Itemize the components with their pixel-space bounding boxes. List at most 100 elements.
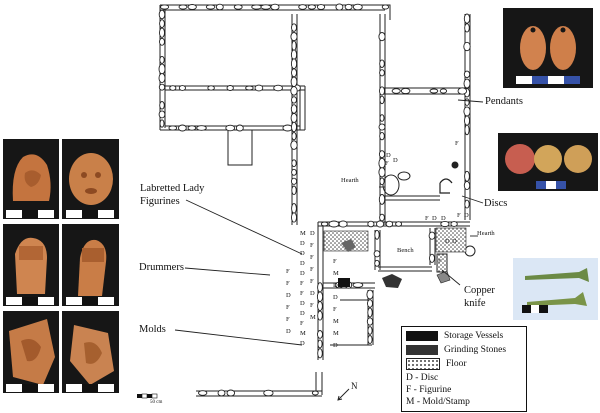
floor-swatch — [406, 358, 440, 370]
wall-stone — [464, 98, 470, 106]
wall-stone — [367, 299, 373, 308]
wall-stone — [158, 63, 166, 75]
plan-code: F — [300, 290, 304, 297]
storage-vessel-marker — [338, 278, 350, 287]
wall-stone — [378, 194, 386, 205]
plan-code: F — [310, 242, 314, 249]
code-d: D — [464, 212, 469, 219]
pendants-photo — [503, 8, 593, 88]
wall-stone — [317, 301, 323, 312]
plan-code: F — [286, 280, 290, 287]
wall-stone — [366, 317, 374, 326]
wall-stone — [291, 96, 297, 104]
wall-stone — [196, 125, 207, 131]
wall-stone — [317, 330, 323, 339]
copper-knife-scale-bar — [522, 305, 549, 313]
wall-stone — [158, 73, 166, 84]
wall-stone — [159, 101, 165, 110]
wall-stone — [273, 84, 283, 92]
discs-leader-line — [461, 195, 484, 204]
wall-stone — [317, 282, 323, 293]
wall-stone — [379, 114, 385, 122]
wall-stone — [316, 291, 324, 302]
wall-stone — [158, 9, 166, 20]
wall-stone — [291, 159, 297, 168]
plan-code: D — [300, 270, 305, 277]
photo-scale-bar — [66, 297, 114, 305]
plan-code: D — [333, 294, 338, 301]
wall-stone — [178, 4, 188, 10]
pendants-scale-bar — [516, 76, 580, 84]
wall-stone — [367, 326, 373, 335]
wall-stone — [169, 85, 177, 91]
grinding-stone-marker — [382, 274, 402, 288]
plan-code: M — [333, 270, 339, 277]
wall-stone — [373, 250, 381, 258]
plan-code: D — [286, 292, 291, 299]
pendants-label: Pendants — [485, 96, 523, 107]
wall-stone — [463, 180, 471, 191]
plan-code: M — [333, 330, 339, 337]
wall-stone — [158, 110, 166, 119]
wall-stone — [291, 23, 297, 32]
code-f: F — [457, 212, 461, 219]
plan-code: F — [310, 302, 314, 309]
code-f: F — [385, 160, 389, 167]
photo-scale-bar — [6, 210, 54, 218]
wall-stone — [378, 123, 386, 131]
wall-stone — [366, 289, 374, 300]
code-f: F — [455, 140, 459, 147]
wall-stone — [158, 83, 166, 91]
wall-stone — [291, 40, 297, 51]
labretted-label-line1: Labretted Lady — [140, 183, 205, 194]
wall-stone — [367, 307, 373, 318]
wall-stone — [159, 27, 165, 38]
wall-stone — [367, 220, 375, 228]
wall-stone — [217, 389, 226, 397]
wall-stone — [352, 282, 364, 288]
plan-code: M — [310, 314, 316, 321]
wall-stone — [160, 4, 170, 10]
wall-stone — [307, 4, 316, 10]
plan-code: F — [300, 320, 304, 327]
wall-stone — [439, 88, 448, 94]
plan-code: D — [300, 260, 305, 267]
wall-stone — [464, 23, 470, 33]
legend-label: Storage Vessels — [444, 331, 504, 341]
labretted-leader-line — [185, 199, 303, 255]
plan-code: F — [333, 258, 337, 265]
wall-stone — [335, 3, 344, 11]
storage-vessels-swatch — [406, 331, 438, 341]
code-d: D — [441, 215, 446, 222]
wall-stone — [381, 4, 390, 10]
wall-stone — [376, 220, 385, 228]
plan-code: D — [300, 240, 305, 247]
wall-stone — [463, 70, 471, 78]
wall-stone — [233, 4, 243, 10]
wall-stone — [395, 221, 403, 227]
wall-stone — [379, 213, 385, 222]
north-label: N — [351, 381, 358, 391]
plan-code: F — [286, 268, 290, 275]
copper-label-line2: knife — [464, 298, 486, 309]
mold-photo-2 — [62, 311, 119, 393]
hearth-label-left: Hearth — [341, 177, 359, 184]
grinding-stones-swatch — [406, 345, 438, 355]
wall-stone — [159, 55, 165, 64]
hearth-label-right: Hearth — [477, 230, 495, 237]
wall-stone — [463, 78, 471, 89]
wall-stone — [440, 220, 450, 228]
wall-stone — [379, 95, 385, 105]
wall-stone — [450, 221, 458, 227]
mold-photo-1 — [3, 311, 59, 393]
wall-stone — [290, 104, 298, 114]
drummer-figurine-photo-1 — [3, 224, 59, 306]
legend-key: D - Disc — [406, 373, 439, 383]
wall-stone — [263, 389, 274, 397]
photo-scale-bar — [6, 384, 54, 392]
wall-stone — [290, 112, 298, 124]
wall-stone — [391, 88, 401, 94]
wall-stone — [320, 221, 329, 227]
wall-stone — [379, 69, 385, 77]
wall-stone — [178, 85, 186, 91]
